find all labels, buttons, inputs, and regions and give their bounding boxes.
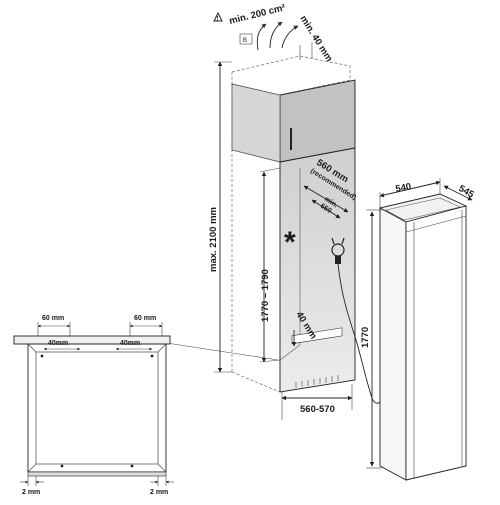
svg-text:B: B bbox=[243, 38, 247, 44]
power-cable bbox=[337, 263, 381, 404]
niche-height-label: 1770 – 1790 bbox=[260, 269, 271, 322]
detail-right-bottom-label: 2 mm bbox=[150, 489, 168, 496]
max-height-label: max. 2100 mm bbox=[208, 207, 219, 272]
detail-left-inner-label: 40mm bbox=[48, 340, 68, 347]
min-depth-arrow bbox=[311, 199, 341, 219]
niche-width-dimension bbox=[281, 384, 353, 420]
bottom-vent-grille bbox=[295, 375, 339, 388]
vent-arrows bbox=[256, 21, 299, 51]
niche-depth-arrow bbox=[303, 185, 349, 213]
detail-bottom-dimensions bbox=[20, 476, 174, 486]
detail-view bbox=[13, 335, 171, 477]
vent-grille-icon: B bbox=[239, 33, 253, 45]
appliance-width-dimension bbox=[379, 178, 441, 208]
detail-left-top-label: 60 mm bbox=[42, 315, 64, 322]
detail-right-top-label: 60 mm bbox=[134, 315, 156, 322]
asterisk-mark: * bbox=[284, 226, 296, 259]
warning-icon: ! bbox=[213, 11, 223, 22]
cabinet bbox=[231, 55, 356, 393]
detail-leader-line bbox=[159, 341, 279, 361]
top-gap-marker bbox=[299, 42, 313, 60]
appliance-height-dimension bbox=[366, 209, 382, 469]
appliance bbox=[378, 193, 468, 481]
detail-top-dimensions bbox=[37, 322, 163, 351]
max-height-dimension bbox=[214, 61, 232, 373]
vent-area-label: min. 200 cm² bbox=[228, 2, 287, 27]
power-plug-icon bbox=[331, 237, 345, 264]
niche-height-dimension bbox=[259, 167, 281, 363]
detail-left-bottom-label: 2 mm bbox=[22, 489, 40, 496]
niche-width-label: 560-570 bbox=[300, 404, 335, 415]
appliance-height-label: 1770 bbox=[360, 327, 371, 348]
appliance-depth-label: 545 bbox=[457, 183, 477, 201]
detail-right-inner-label: 40mm bbox=[120, 340, 140, 347]
svg-text:!: ! bbox=[217, 16, 219, 22]
appliance-depth-dimension bbox=[443, 185, 473, 201]
appliance-width-label: 540 bbox=[395, 181, 413, 195]
